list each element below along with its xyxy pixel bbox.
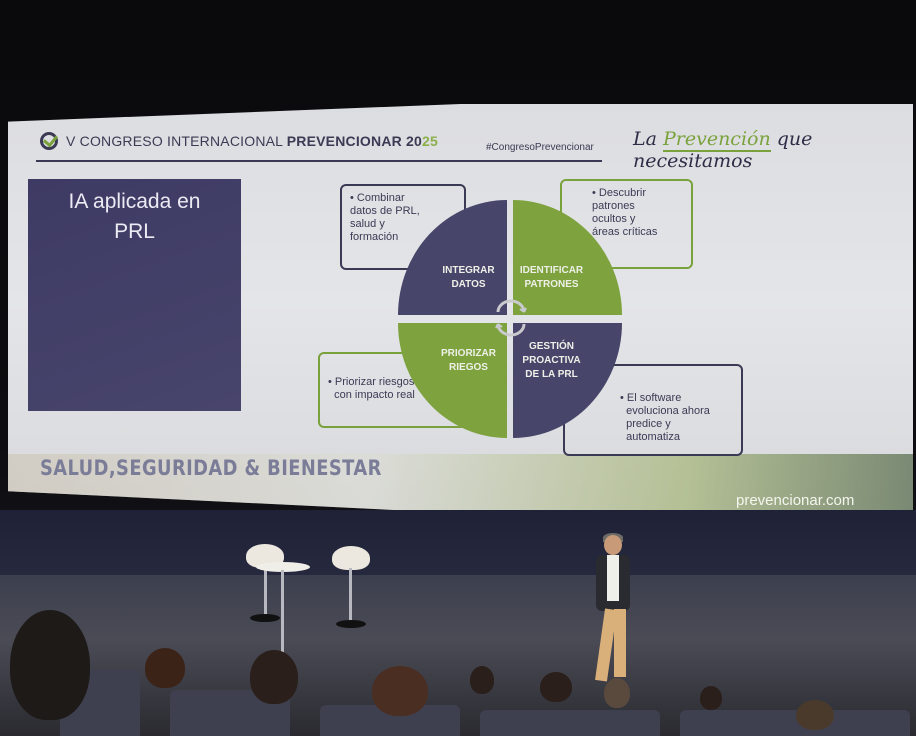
info-text: Priorizar riesgos [334, 376, 415, 388]
info-text: datos de PRL, [350, 205, 420, 217]
quadrant-label: PROACTIVA [522, 354, 581, 366]
tagline: La Prevención que necesitamos [633, 128, 913, 172]
quadrant-label: DATOS [451, 278, 486, 290]
speaker-head [604, 535, 622, 555]
quadrant-label: IDENTIFICAR [519, 264, 584, 276]
quadrant-label: PATRONES [524, 278, 579, 290]
quadrant-label: RIEGOS [449, 361, 488, 373]
slide-header: V CONGRESO INTERNACIONAL PREVENCIONAR 20… [40, 132, 438, 150]
cycle-diagram: INTEGRAR DATOS IDENTIFICAR PATRONES PRIORI… [398, 200, 622, 438]
cycle-arrows-icon [495, 299, 527, 337]
info-text: con impacto real [334, 389, 415, 401]
tagline-part2: que necesitamos [633, 128, 813, 172]
info-text: automatiza [626, 431, 680, 443]
info-box-identificar: Descubrir patrones ocultos y áreas críti… [560, 179, 693, 269]
tagline-part1: La [633, 128, 663, 150]
info-text: patrones [592, 200, 635, 212]
info-text: Descubrir [598, 187, 646, 199]
audience-head [10, 610, 90, 720]
audience-head [604, 678, 630, 708]
info-text: predice y [626, 418, 671, 430]
congress-brand: PREVENCIONAR [286, 133, 402, 149]
chair-pole [264, 566, 267, 618]
quadrant-label: DE LA PRL [525, 368, 578, 380]
speaker [588, 533, 638, 685]
slide-footer-url: prevencionar.com [736, 492, 855, 509]
hashtag: #CongresoPrevencionar [486, 142, 594, 153]
quadrant-label: PRIORIZAR [441, 347, 496, 359]
info-box-gestion: El software evoluciona ahora predice y a… [563, 364, 743, 456]
info-text: evoluciona ahora [626, 405, 710, 417]
seat [680, 710, 910, 736]
quadrant-label: GESTIÓN [528, 340, 574, 352]
chair-base [250, 614, 280, 622]
audience-head [372, 666, 428, 716]
quadrant-label: INTEGRAR [442, 264, 495, 276]
audience-head [470, 666, 494, 694]
stage-chair [332, 546, 370, 570]
info-text: salud y [350, 218, 385, 230]
audience-head [145, 648, 185, 688]
quadrant-gestion-proactiva: GESTIÓN PROACTIVA DE LA PRL [513, 323, 622, 438]
slide-title-line1: IA aplicada en [68, 190, 201, 213]
chair-pole [349, 568, 352, 624]
info-text: formación [350, 231, 399, 243]
congress-title: V CONGRESO INTERNACIONAL PREVENCIONAR 20… [66, 133, 438, 149]
check-logo-icon [40, 132, 58, 150]
congress-year-part1: 20 [406, 133, 423, 149]
audience-head [250, 650, 298, 704]
congress-year-part2: 25 [422, 133, 439, 149]
slide-title-line2: PRL [114, 220, 155, 243]
slide-title-box: IA aplicada en PRL [28, 179, 241, 411]
info-box-priorizar: Priorizar riesgos con impacto real [318, 352, 468, 428]
audience-head [796, 700, 834, 730]
audience-head [700, 686, 722, 710]
info-text: El software [626, 392, 682, 404]
slide-footer-title: SALUD,SEGURIDAD & BIENESTAR [40, 456, 382, 480]
quadrant-integrar-datos: INTEGRAR DATOS [398, 200, 507, 315]
audience [0, 600, 916, 736]
info-text: Combinar [356, 192, 405, 204]
congress-prefix: V CONGRESO INTERNACIONAL [66, 133, 283, 149]
quadrant-identificar-patrones: IDENTIFICAR PATRONES [513, 200, 622, 315]
speaker-shirt [607, 555, 619, 601]
info-text: áreas críticas [592, 226, 658, 238]
quadrant-priorizar-riegos: PRIORIZAR RIEGOS [398, 323, 507, 438]
info-text: ocultos y [592, 213, 636, 225]
audience-head [540, 672, 572, 702]
tagline-highlight: Prevención [662, 128, 771, 152]
chair-base [336, 620, 366, 628]
side-table [256, 562, 310, 572]
projection-screen: V CONGRESO INTERNACIONAL PREVENCIONAR 20… [8, 104, 913, 544]
speaker-leg [614, 609, 626, 677]
seat [480, 710, 660, 736]
header-divider [36, 160, 602, 162]
table-pole [281, 570, 284, 652]
